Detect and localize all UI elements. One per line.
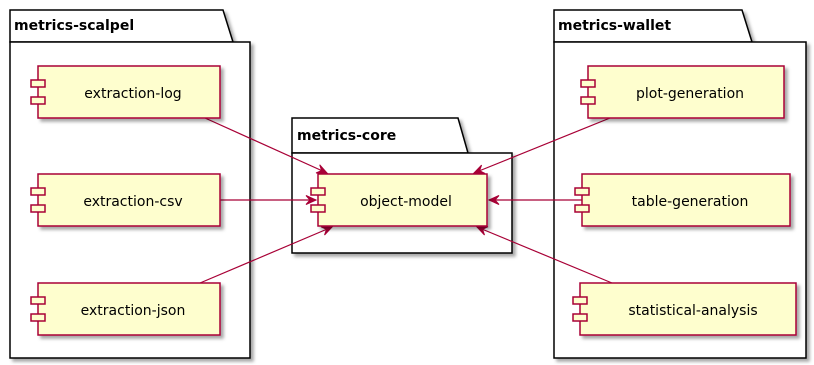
component-label: table-generation [632, 194, 749, 210]
component-icon [580, 79, 596, 105]
component-icon [30, 187, 46, 213]
package-title: metrics-wallet [558, 18, 671, 34]
package-title: metrics-core [297, 128, 396, 144]
dependency-arrow-extraction-json [199, 226, 333, 284]
component-label: extraction-csv [83, 194, 182, 210]
component-statistical-analysis[interactable]: statistical-analysis [572, 282, 797, 336]
arrowhead [320, 226, 334, 236]
dependency-arrow-statistical-analysis [476, 226, 613, 284]
component-icon [572, 296, 588, 322]
dependency-arrow-extraction-log [204, 117, 328, 174]
component-icon [310, 187, 326, 213]
arrowhead [475, 226, 489, 236]
component-label: plot-generation [636, 86, 744, 102]
component-extraction-json[interactable]: extraction-json [30, 282, 221, 336]
component-extraction-csv[interactable]: extraction-csv [30, 173, 221, 227]
package-title: metrics-scalpel [14, 18, 134, 34]
component-plot-generation[interactable]: plot-generation [580, 65, 785, 119]
component-label: extraction-log [84, 86, 181, 102]
component-table-generation[interactable]: table-generation [574, 173, 791, 227]
component-icon [30, 296, 46, 322]
arrowhead [315, 164, 329, 174]
component-extraction-log[interactable]: extraction-log [30, 65, 221, 119]
component-icon [30, 79, 46, 105]
arrowhead [305, 195, 318, 205]
component-icon [574, 187, 590, 213]
component-label: extraction-json [81, 303, 186, 319]
dependency-arrow-plot-generation [473, 117, 611, 174]
dependency-arrows [199, 117, 613, 284]
component-label: statistical-analysis [628, 303, 757, 319]
component-label: object-model [360, 194, 452, 210]
arrowhead [487, 195, 500, 205]
component-object-model[interactable]: object-model [310, 173, 488, 227]
